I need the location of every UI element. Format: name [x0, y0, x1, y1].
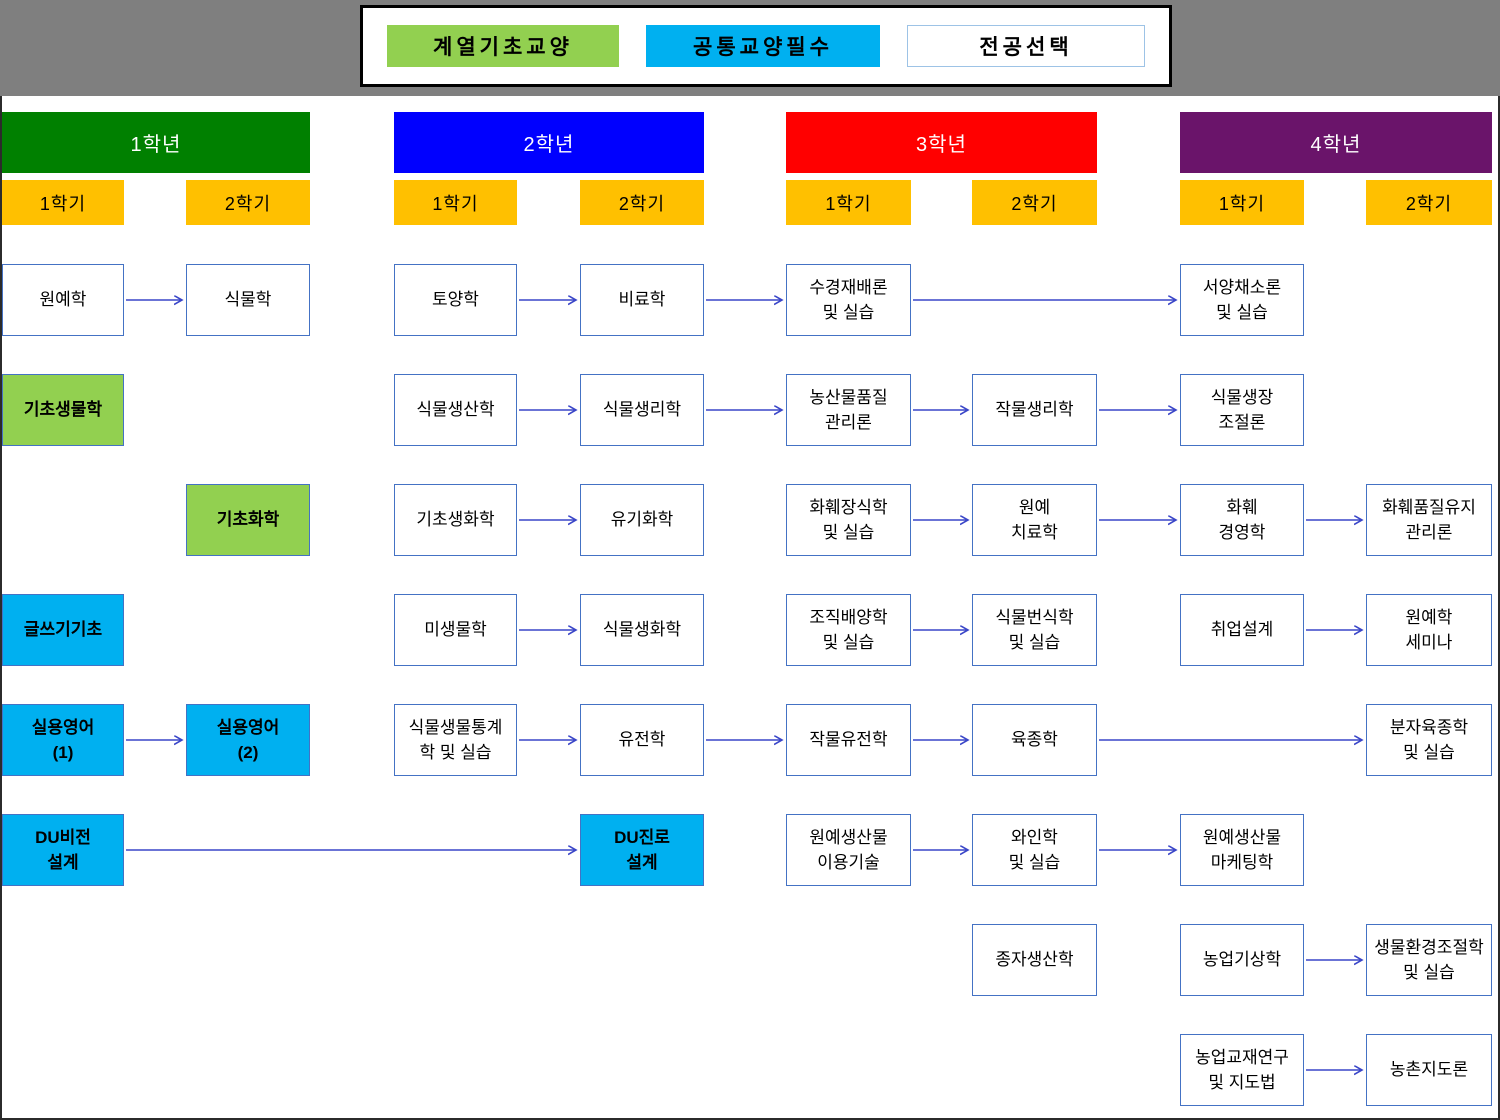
course-box-organic-chem: 유기화학: [580, 484, 704, 556]
course-box-hort-seminar: 원예학 세미나: [1366, 594, 1492, 666]
legend-panel: 계열기초교양 공통교양필수 전공선택: [360, 5, 1172, 87]
course-box-hort-therapy: 원예 치료학: [972, 484, 1097, 556]
year-header-2: 2학년: [394, 112, 704, 173]
legend-label: 계열기초교양: [433, 36, 573, 59]
semester-header-y4-s1: 1학기: [1180, 180, 1304, 225]
course-box-chem-basic: 기초화학: [186, 484, 310, 556]
course-box-breeding: 육종학: [972, 704, 1097, 776]
course-box-floral-design: 화훼장식학 및 실습: [786, 484, 911, 556]
course-box-growth-regulation: 식물생장 조절론: [1180, 374, 1304, 446]
semester-header-y1-s2: 2학기: [186, 180, 310, 225]
course-box-plant-production: 식물생산학: [394, 374, 517, 446]
semester-header-y1-s1: 1학기: [2, 180, 124, 225]
course-box-crop-physiology: 작물생리학: [972, 374, 1097, 446]
semester-header-y4-s2: 2학기: [1366, 180, 1492, 225]
course-box-plant-propagation: 식물번식학 및 실습: [972, 594, 1097, 666]
course-box-botany: 식물학: [186, 264, 310, 336]
course-box-practical-eng1: 실용영어 (1): [2, 704, 124, 776]
course-box-biochem-basic: 기초생화학: [394, 484, 517, 556]
course-box-seed-production: 종자생산학: [972, 924, 1097, 996]
course-box-plant-biochem: 식물생화학: [580, 594, 704, 666]
year-header-1: 1학년: [2, 112, 310, 173]
course-box-tissue-culture: 조직배양학 및 실습: [786, 594, 911, 666]
course-box-hort101: 원예학: [2, 264, 124, 336]
course-box-fertilizer: 비료학: [580, 264, 704, 336]
course-box-hydroponics: 수경재배론 및 실습: [786, 264, 911, 336]
course-box-agri-meteorology: 농업기상학: [1180, 924, 1304, 996]
semester-header-y3-s1: 1학기: [786, 180, 911, 225]
course-box-practical-eng2: 실용영어 (2): [186, 704, 310, 776]
course-box-du-career: DU진로 설계: [580, 814, 704, 886]
year-header-3: 3학년: [786, 112, 1097, 173]
course-box-plant-physiology: 식물생리학: [580, 374, 704, 446]
course-box-biol-basic: 기초생물학: [2, 374, 124, 446]
course-box-wine-practice: 와인학 및 실습: [972, 814, 1097, 886]
course-box-plant-biostat: 식물생물통계 학 및 실습: [394, 704, 517, 776]
legend-item-major-elective: 전공선택: [907, 25, 1145, 67]
course-box-hort-produce-use: 원예생산물 이용기술: [786, 814, 911, 886]
semester-header-y2-s1: 1학기: [394, 180, 517, 225]
course-box-produce-quality: 농산물품질 관리론: [786, 374, 911, 446]
year-header-4: 4학년: [1180, 112, 1492, 173]
course-box-flower-quality: 화훼품질유지 관리론: [1366, 484, 1492, 556]
course-box-floral-mgmt: 화훼 경영학: [1180, 484, 1304, 556]
legend-item-basic-liberal: 계열기초교양: [387, 25, 619, 67]
course-box-mol-breeding: 분자육종학 및 실습: [1366, 704, 1492, 776]
course-box-rural-guidance: 농촌지도론: [1366, 1034, 1492, 1106]
course-box-soil-science: 토양학: [394, 264, 517, 336]
course-box-agri-teaching: 농업교재연구 및 지도법: [1180, 1034, 1304, 1106]
course-box-western-veg: 서양채소론 및 실습: [1180, 264, 1304, 336]
course-box-hort-marketing: 원예생산물 마케팅학: [1180, 814, 1304, 886]
course-box-genetics: 유전학: [580, 704, 704, 776]
legend-label: 전공선택: [979, 36, 1073, 59]
course-box-bioenv-control: 생물환경조절학 및 실습: [1366, 924, 1492, 996]
course-box-microbiology: 미생물학: [394, 594, 517, 666]
legend-item-common-required: 공통교양필수: [646, 25, 880, 67]
semester-header-y2-s2: 2학기: [580, 180, 704, 225]
course-box-du-vision: DU비전 설계: [2, 814, 124, 886]
semester-header-y3-s2: 2학기: [972, 180, 1097, 225]
course-box-career-design: 취업설계: [1180, 594, 1304, 666]
legend-label: 공통교양필수: [693, 36, 833, 59]
course-box-writing-basic: 글쓰기기초: [2, 594, 124, 666]
course-box-crop-genetics: 작물유전학: [786, 704, 911, 776]
